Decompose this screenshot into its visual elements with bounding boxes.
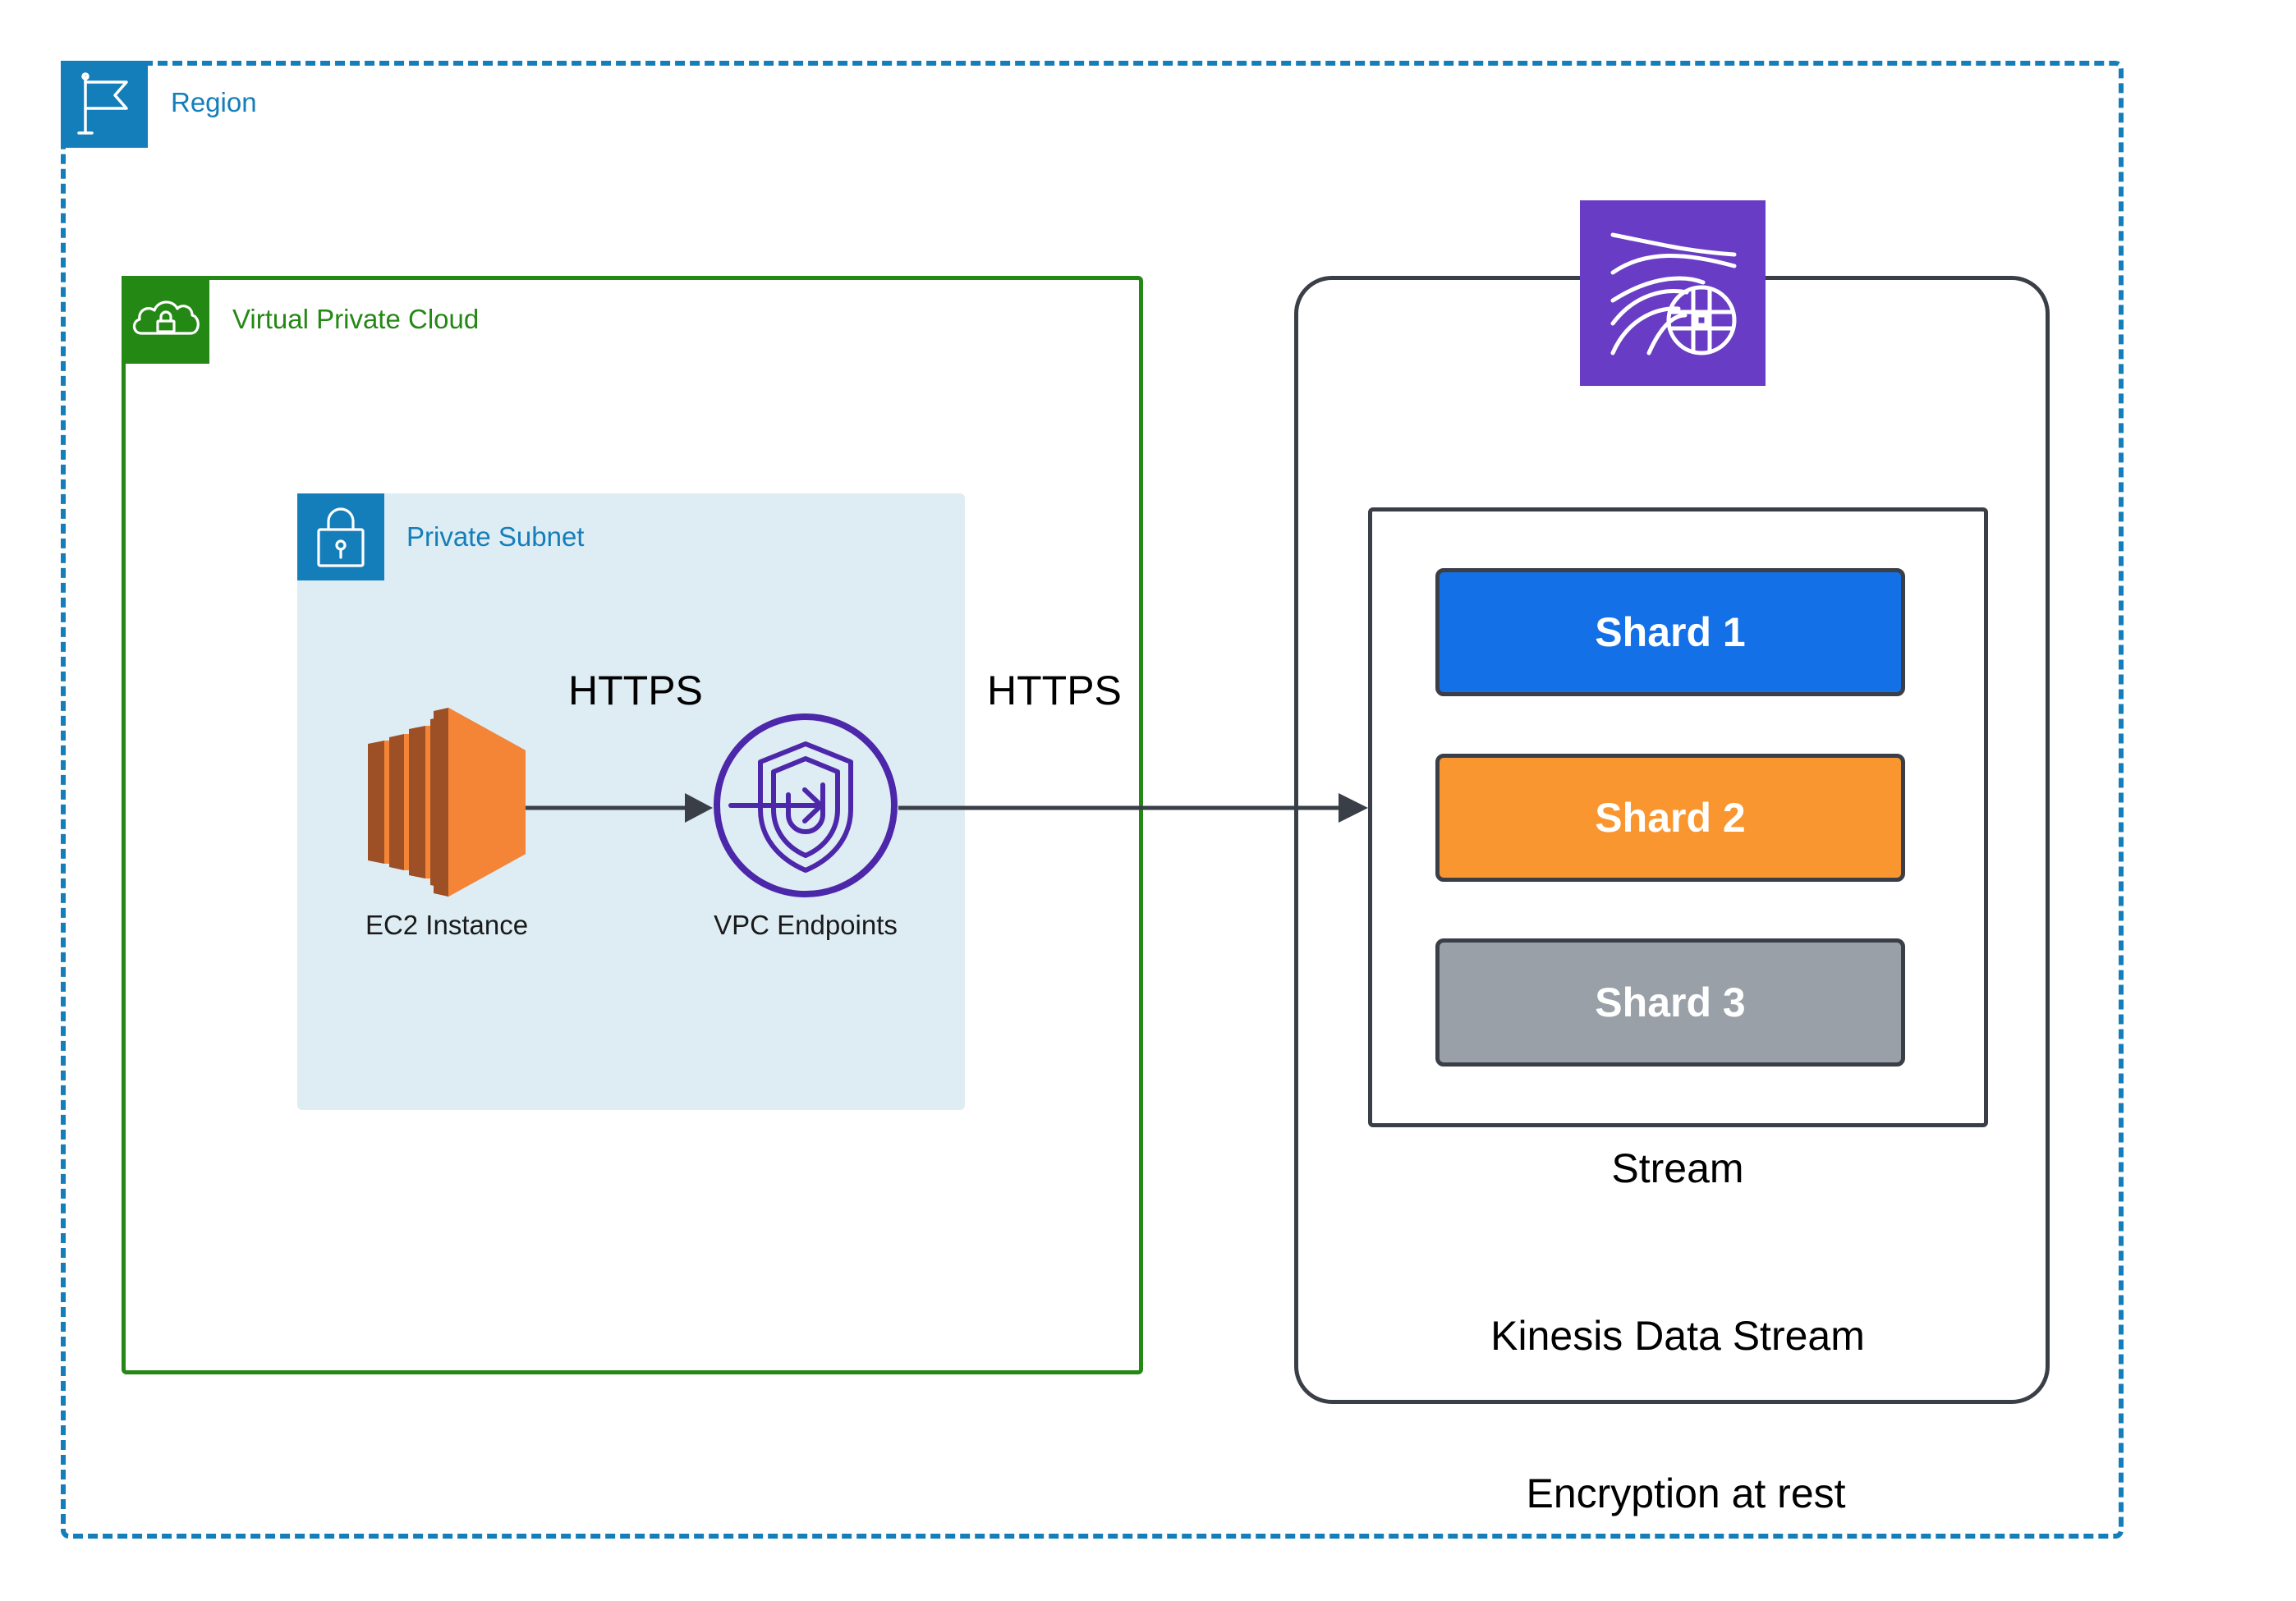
kinesis-data-stream-label: Kinesis Data Stream <box>1490 1313 1865 1359</box>
shard-2[interactable]: Shard 2 <box>1435 754 1905 882</box>
cloud-lock-icon <box>122 276 209 364</box>
shard-1-label: Shard 1 <box>1595 609 1746 655</box>
region-label: Region <box>171 87 257 117</box>
https-label-endpoint-to-stream: HTTPS <box>987 667 1122 713</box>
encryption-at-rest-label: Encryption at rest <box>1526 1470 1846 1516</box>
ec2-to-endpoint-arrowhead <box>685 793 713 823</box>
vpc-endpoints-label: VPC Endpoints <box>714 910 898 940</box>
shard-3[interactable]: Shard 3 <box>1435 938 1905 1067</box>
vpc-label: Virtual Private Cloud <box>232 304 480 334</box>
endpoint-to-stream-arrowhead <box>1339 793 1368 823</box>
stream-label: Stream <box>1611 1145 1744 1191</box>
ec2-instance-label: EC2 Instance <box>365 910 529 940</box>
kinesis-data-streams-icon[interactable] <box>1580 200 1766 386</box>
region-boundary <box>61 61 2124 1539</box>
vpc-endpoint-shield-icon[interactable] <box>713 713 898 898</box>
shard-1[interactable]: Shard 1 <box>1435 568 1905 696</box>
ec2-instance-icon[interactable] <box>368 708 526 897</box>
shard-2-label: Shard 2 <box>1595 795 1746 841</box>
shard-3-label: Shard 3 <box>1595 979 1746 1025</box>
private-subnet-label: Private Subnet <box>406 521 585 552</box>
https-label-ec2-to-endpoint: HTTPS <box>568 667 703 713</box>
flag-icon <box>61 61 148 148</box>
vpc-boundary <box>122 276 1143 1374</box>
padlock-icon <box>297 493 384 580</box>
